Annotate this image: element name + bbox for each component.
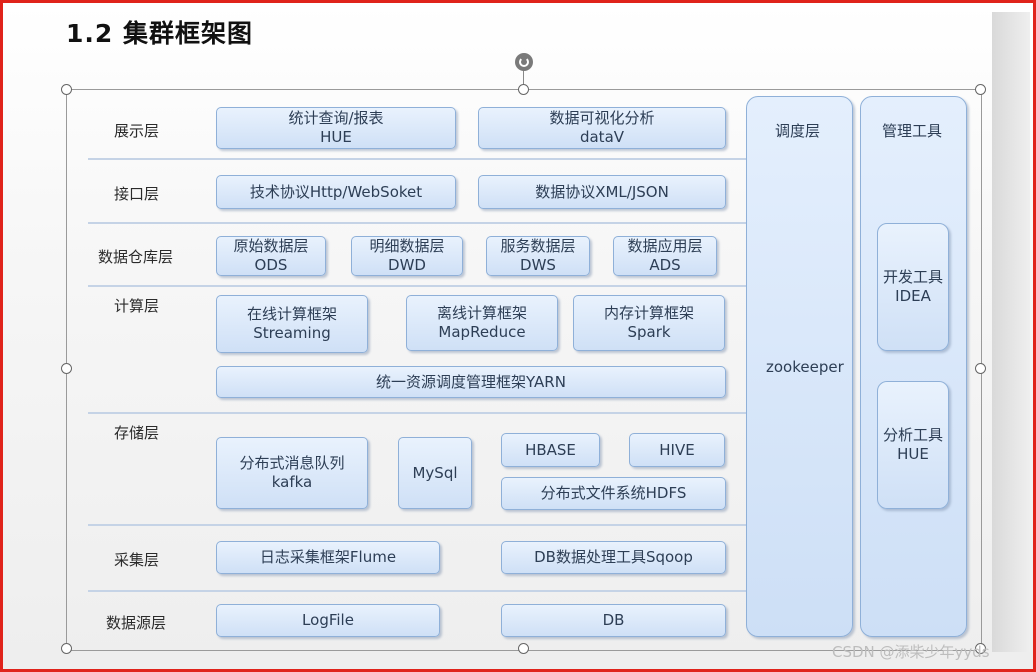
hive-label: HIVE	[659, 440, 695, 459]
online-compute-tool: Streaming	[253, 324, 331, 342]
resize-handle-left[interactable]	[61, 363, 72, 374]
rotate-handle-stem	[523, 70, 524, 89]
dev-tool-box[interactable]: 开发工具 IDEA	[877, 223, 949, 351]
layer-label-source: 数据源层	[106, 614, 167, 632]
layer-separator	[88, 222, 748, 224]
layer-label-warehouse: 数据仓库层	[98, 248, 174, 266]
layer-label-compute: 计算层	[114, 297, 160, 315]
db-label: DB	[602, 611, 625, 629]
offline-compute-tool: MapReduce	[438, 323, 526, 341]
dws-label: 服务数据层	[500, 237, 576, 255]
yarn-box[interactable]: 统一资源调度管理框架YARN	[216, 366, 726, 398]
data-visualization-box[interactable]: 数据可视化分析 dataV	[478, 107, 726, 149]
tech-protocol-label: 技术协议Http/WebSoket	[249, 182, 423, 201]
ods-box[interactable]: 原始数据层 ODS	[216, 236, 326, 276]
resize-handle-bottom[interactable]	[518, 643, 529, 654]
dev-tool-label: 开发工具	[882, 268, 943, 286]
management-header: 管理工具	[882, 122, 943, 140]
rotate-handle-icon[interactable]	[515, 53, 533, 71]
memory-compute-label: 内存计算框架	[603, 304, 694, 322]
hbase-box[interactable]: HBASE	[501, 433, 600, 467]
slide-edge-shadow	[992, 12, 1030, 652]
resize-handle-bottom-left[interactable]	[61, 643, 72, 654]
resize-handle-top-left[interactable]	[61, 84, 72, 95]
dev-tool-name: IDEA	[895, 287, 931, 305]
layer-separator	[88, 524, 748, 526]
layer-separator	[88, 158, 748, 160]
ads-box[interactable]: 数据应用层 ADS	[613, 236, 717, 276]
resize-handle-top[interactable]	[518, 84, 529, 95]
hive-box[interactable]: HIVE	[629, 433, 725, 467]
analysis-tool-label: 分析工具	[882, 426, 943, 444]
flume-box[interactable]: 日志采集框架Flume	[216, 541, 440, 574]
resize-handle-right[interactable]	[975, 363, 986, 374]
ads-label: 数据应用层	[627, 237, 703, 255]
layer-separator	[88, 285, 748, 287]
layer-label-interface: 接口层	[114, 185, 160, 203]
hdfs-box[interactable]: 分布式文件系统HDFS	[501, 477, 726, 510]
kafka-label: 分布式消息队列	[239, 454, 345, 472]
logfile-box[interactable]: LogFile	[216, 604, 440, 637]
logfile-label: LogFile	[302, 611, 354, 629]
ads-code: ADS	[649, 256, 681, 274]
ods-code: ODS	[254, 256, 288, 274]
sqoop-label: DB数据处理工具Sqoop	[534, 548, 693, 566]
mysql-label: MySql	[412, 463, 458, 482]
layer-label-collect: 采集层	[114, 551, 160, 569]
scheduler-column[interactable]	[746, 96, 853, 637]
online-compute-label: 在线计算框架	[246, 305, 337, 323]
hdfs-label: 分布式文件系统HDFS	[540, 484, 687, 502]
kafka-tool: kafka	[271, 473, 313, 491]
layer-label-storage: 存储层	[114, 424, 160, 442]
tech-protocol-box[interactable]: 技术协议Http/WebSoket	[216, 175, 456, 209]
flume-label: 日志采集框架Flume	[259, 548, 397, 566]
scheduler-header: 调度层	[775, 122, 821, 140]
ods-label: 原始数据层	[233, 237, 309, 255]
analysis-tool-name: HUE	[897, 445, 929, 463]
management-column[interactable]	[860, 96, 967, 637]
yarn-label: 统一资源调度管理框架YARN	[376, 372, 566, 391]
offline-compute-label: 离线计算框架	[436, 304, 527, 322]
slide-title: 1.2 集群框架图	[66, 19, 253, 48]
memory-compute-box[interactable]: 内存计算框架 Spark	[573, 295, 725, 351]
resize-handle-bottom-right[interactable]	[975, 643, 986, 654]
dws-box[interactable]: 服务数据层 DWS	[486, 236, 590, 276]
layer-label-display: 展示层	[114, 122, 160, 140]
resize-handle-top-right[interactable]	[975, 84, 986, 95]
dws-code: DWS	[520, 256, 556, 274]
data-protocol-label: 数据协议XML/JSON	[535, 182, 669, 201]
dwd-box[interactable]: 明细数据层 DWD	[351, 236, 463, 276]
stats-report-label: 统计查询/报表	[288, 109, 384, 127]
offline-compute-box[interactable]: 离线计算框架 MapReduce	[406, 295, 558, 351]
sqoop-box[interactable]: DB数据处理工具Sqoop	[501, 541, 726, 574]
data-visualization-tool: dataV	[579, 128, 625, 146]
kafka-box[interactable]: 分布式消息队列 kafka	[216, 437, 368, 509]
data-visualization-label: 数据可视化分析	[549, 109, 655, 127]
layer-separator	[88, 412, 748, 414]
hbase-label: HBASE	[525, 440, 576, 459]
mysql-box[interactable]: MySql	[398, 437, 472, 509]
dwd-code: DWD	[388, 256, 426, 274]
memory-compute-tool: Spark	[627, 323, 671, 341]
stats-report-tool: HUE	[320, 128, 352, 146]
analysis-tool-box[interactable]: 分析工具 HUE	[877, 381, 949, 509]
stats-report-box[interactable]: 统计查询/报表 HUE	[216, 107, 456, 149]
data-protocol-box[interactable]: 数据协议XML/JSON	[478, 175, 726, 209]
db-box[interactable]: DB	[501, 604, 726, 637]
online-compute-box[interactable]: 在线计算框架 Streaming	[216, 295, 368, 353]
watermark: CSDN @添柴少年yyds	[832, 643, 990, 661]
layer-separator	[88, 590, 748, 592]
dwd-label: 明细数据层	[369, 237, 445, 255]
zookeeper-label: zookeeper	[766, 358, 844, 376]
